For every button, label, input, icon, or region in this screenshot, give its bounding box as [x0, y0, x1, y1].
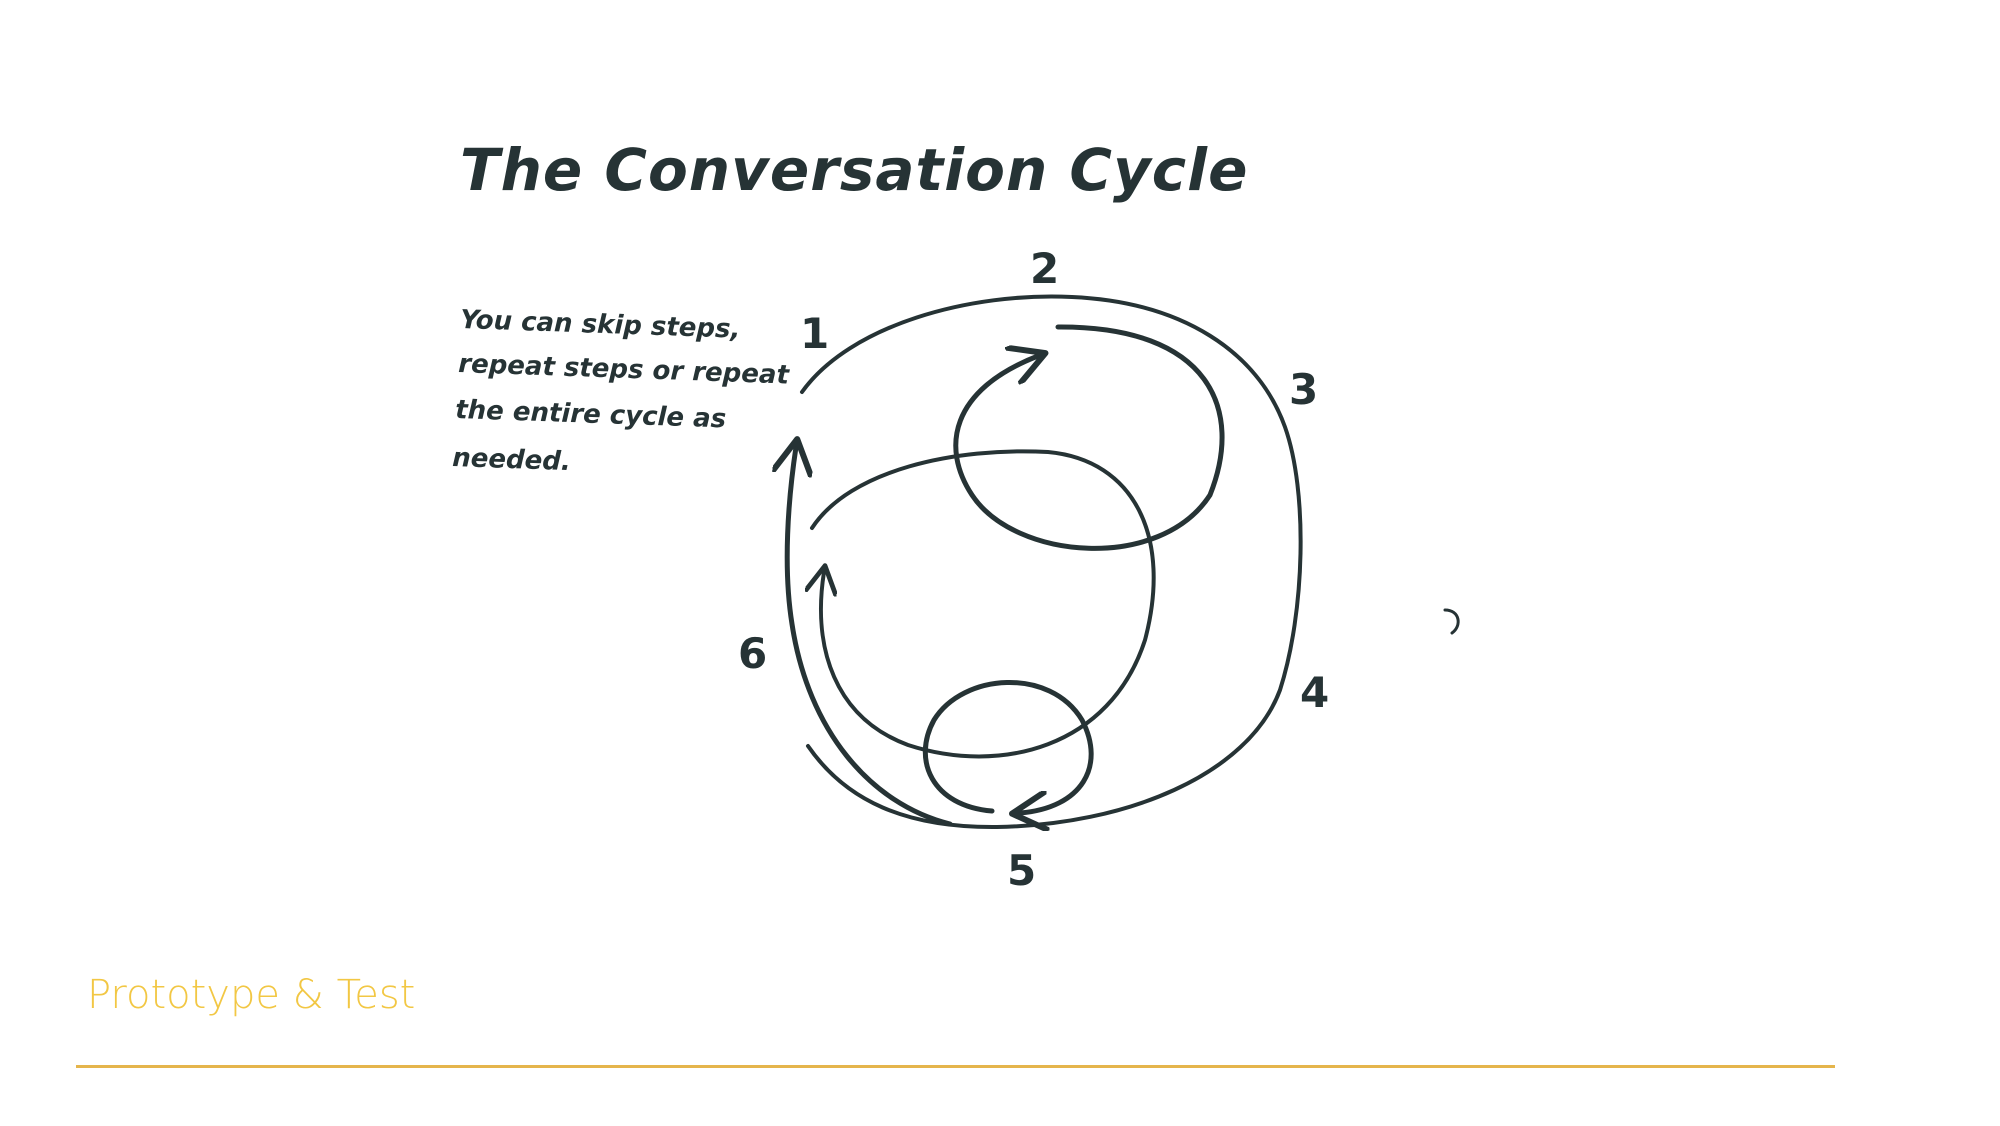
cycle-note-line-2: repeat steps or repeat [458, 349, 791, 391]
footer-label: Prototype & Test [87, 972, 416, 1018]
step-label-5: 5 [1007, 846, 1036, 895]
left-cycle-arrow [787, 447, 953, 827]
diagram-title: The Conversation Cycle [460, 136, 1248, 204]
bottom-loop-arrow [922, 680, 1094, 813]
cycle-note-line-4: needed. [452, 443, 571, 477]
step-label-2: 2 [1030, 244, 1059, 293]
step-label-4: 4 [1300, 668, 1329, 717]
outer-cycle-path [800, 294, 1303, 830]
middle-loop-path [812, 449, 1156, 759]
decorative-curve-icon [1443, 608, 1460, 635]
step-label-6: 6 [738, 629, 767, 678]
step-label-1: 1 [800, 309, 829, 358]
footer-divider [76, 1065, 1835, 1068]
step-label-3: 3 [1289, 365, 1318, 414]
top-loop-arrow [953, 324, 1225, 551]
cycle-note-line-3: the entire cycle as [455, 395, 727, 434]
cycle-note-line-1: You can skip steps, [460, 305, 741, 345]
